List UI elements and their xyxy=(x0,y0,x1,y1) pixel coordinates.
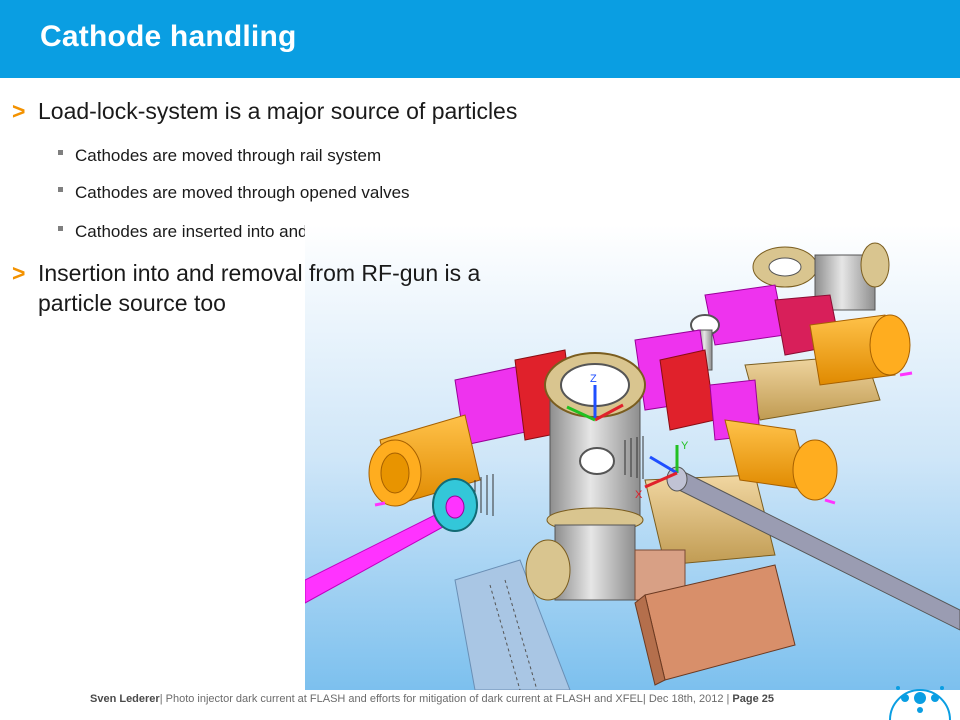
sub-bullet-1: Cathodes are moved through rail system xyxy=(58,146,381,166)
square-bullet-icon xyxy=(58,226,63,232)
bullet-1-text: Load-lock-system is a major source of pa… xyxy=(38,98,518,124)
square-bullet-icon xyxy=(58,150,63,156)
load-lock-cad-figure: Z Y X xyxy=(305,225,960,690)
sub-bullet-2: Cathodes are moved through opened valves xyxy=(58,183,410,203)
slide-title: Cathode handling xyxy=(40,20,297,53)
desy-logo-icon xyxy=(889,686,951,720)
title-bar: Cathode handling xyxy=(0,0,960,78)
bullet-1: > Load-lock-system is a major source of p… xyxy=(12,96,517,126)
bullet-arrow-icon: > xyxy=(12,98,26,124)
footer-text: | Photo injector dark current at FLASH a… xyxy=(159,693,733,705)
sub-bullet-1-text: Cathodes are moved through rail system xyxy=(75,146,382,165)
square-bullet-icon xyxy=(58,187,63,193)
bullet-arrow-icon: > xyxy=(12,260,26,286)
footer: Sven Lederer| Photo injector dark curren… xyxy=(90,693,774,705)
footer-page: Page 25 xyxy=(732,693,775,705)
axis-y-label: Y xyxy=(681,440,689,452)
bullet-2-line-2: particle source too xyxy=(38,290,226,316)
bullet-2-text: Insertion into and removal from RF-gun i… xyxy=(38,258,480,318)
footer-author: Sven Lederer xyxy=(90,693,160,705)
axis-z-label: Z xyxy=(590,373,597,385)
bullet-2-line-1: Insertion into and removal from RF-gun i… xyxy=(38,260,481,286)
sub-bullet-2-text: Cathodes are moved through opened valves xyxy=(75,183,410,202)
bullet-2: > Insertion into and removal from RF-gun … xyxy=(12,258,480,318)
axis-x-label: X xyxy=(635,489,643,501)
